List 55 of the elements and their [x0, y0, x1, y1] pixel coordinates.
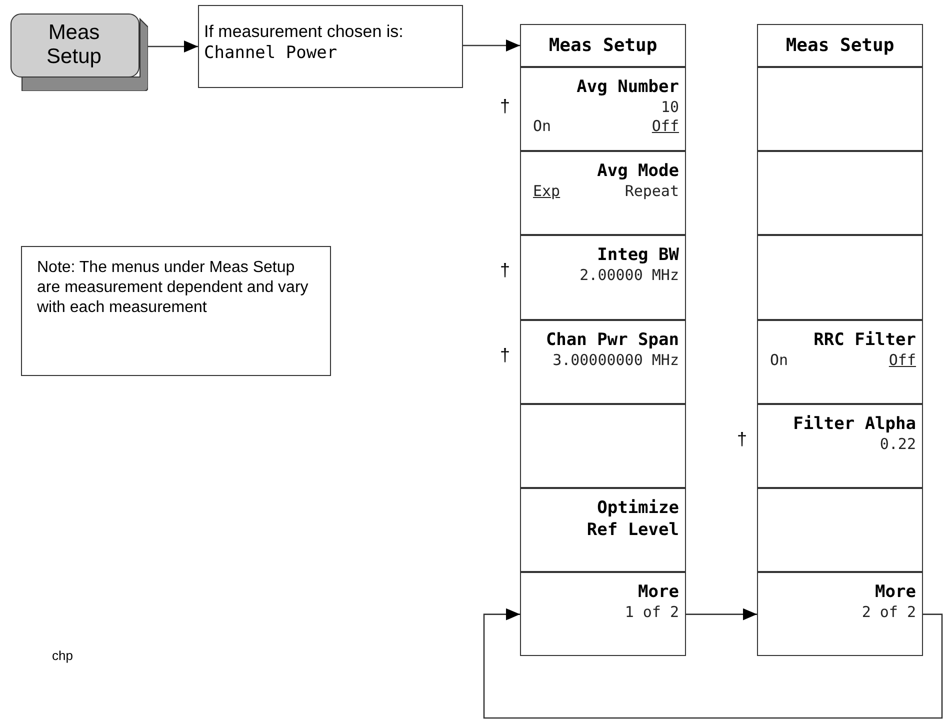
- blank-softkey: [757, 67, 923, 152]
- dagger-mark: †: [737, 428, 748, 451]
- softkey: [520, 572, 686, 656]
- softkey-value: 1 of 2: [624, 603, 679, 622]
- softkey: [757, 404, 923, 488]
- blank-softkey: [757, 488, 923, 572]
- condition-box: [198, 5, 463, 88]
- figure-code: chp: [52, 647, 73, 665]
- arrow: [463, 40, 520, 52]
- softkey-label: Chan Pwr Span: [546, 328, 679, 351]
- softkey-label: Avg Number: [576, 76, 679, 98]
- softkey-value: 0.22: [880, 434, 916, 454]
- menu-header: [520, 24, 686, 67]
- softkey: [757, 320, 923, 404]
- arrow: [483, 608, 943, 719]
- softkey-value: 3.00000000 MHz: [552, 350, 679, 370]
- softkey: [520, 488, 686, 572]
- menu-title: Meas Setup: [548, 34, 658, 58]
- menu-header: [757, 24, 923, 67]
- note-text: Note: The menus under Meas Setup are measurement dependent and vary with each measurement: [37, 258, 310, 318]
- note-box: [21, 246, 331, 376]
- condition-text: If measurement chosen is:: [204, 22, 404, 42]
- softkey-label: Optimize Ref Level: [586, 497, 679, 541]
- dagger-mark: †: [500, 259, 510, 282]
- arrow: [686, 608, 757, 620]
- softkey-label: RRC Filter: [814, 328, 916, 351]
- softkey-value: 2 of 2: [862, 603, 916, 622]
- softkey-value: Repeat: [624, 182, 679, 202]
- blank-softkey: [757, 235, 923, 320]
- menu-title: Meas Setup: [786, 34, 894, 58]
- softkey-value: 2.00000 MHz: [580, 266, 679, 286]
- arrow: [148, 40, 198, 52]
- softkey-label: Avg Mode: [597, 160, 679, 182]
- softkey: [520, 151, 686, 236]
- softkey-label: Filter Alpha: [793, 412, 916, 435]
- hard-key: [10, 13, 148, 91]
- softkey: [757, 572, 923, 656]
- softkey-value: Off: [652, 117, 679, 136]
- blank-softkey: [757, 151, 923, 236]
- softkey-value: On: [770, 350, 788, 370]
- softkey: [520, 67, 686, 152]
- softkey-label: More: [875, 581, 916, 604]
- softkey: [520, 320, 686, 404]
- measurement-name: Channel Power: [204, 42, 338, 64]
- softkey-value: 10: [660, 98, 679, 117]
- softkey-label: More: [638, 581, 679, 604]
- softkey-label: Integ BW: [597, 244, 679, 266]
- dagger-mark: †: [500, 344, 510, 367]
- softkey: [520, 235, 686, 320]
- softkey-value: Off: [888, 350, 916, 370]
- softkey-value: On: [533, 117, 552, 136]
- blank-softkey: [520, 404, 686, 488]
- key-label: Meas Setup: [46, 21, 102, 69]
- softkey-value: Exp: [533, 182, 560, 202]
- dagger-mark: †: [500, 95, 510, 118]
